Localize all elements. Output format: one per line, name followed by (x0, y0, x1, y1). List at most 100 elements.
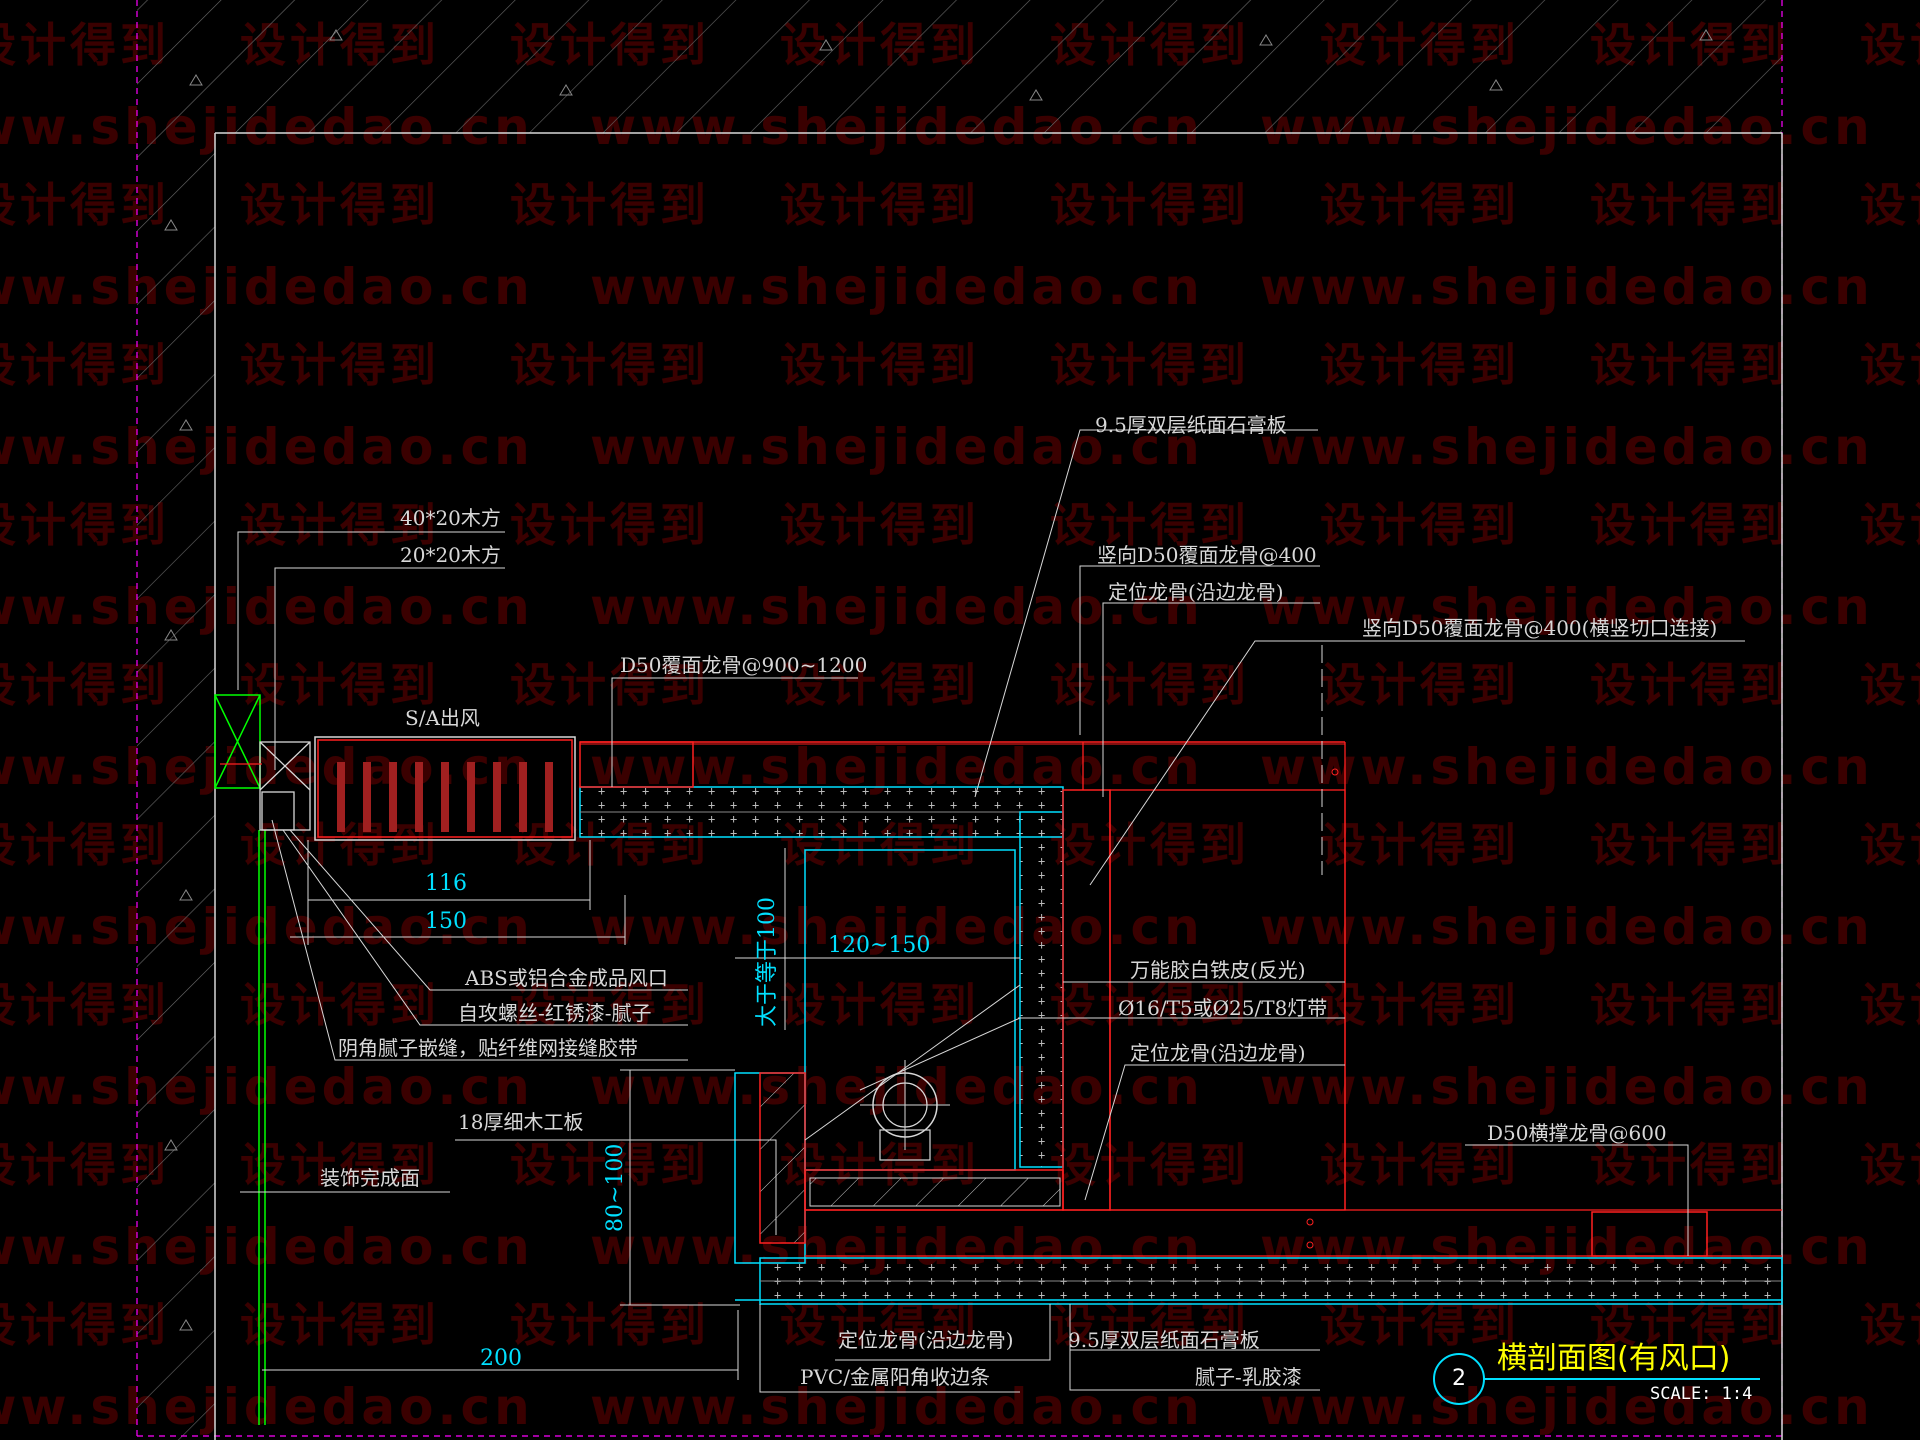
watermark-text: 设计得到 (1590, 818, 1790, 872)
watermark-url: www.shejidedao.cn (1260, 898, 1874, 956)
watermark-text: 设计得到 (1050, 498, 1250, 552)
watermark-text: 设计得到 (1590, 978, 1790, 1032)
watermark-text: 设计得到 (780, 178, 980, 232)
watermark-text: 设计得到 (240, 978, 440, 1032)
label-light-strip: Ø16/T5或Ø25/T8灯带 (1118, 996, 1328, 1020)
finish-face-line (214, 694, 266, 1425)
label-sa-outlet: S/A出风 (405, 706, 480, 730)
watermark-text: 设计得到 (240, 658, 440, 712)
title-number: 2 (1452, 1366, 1466, 1391)
page-title: 横剖面图(有风口) (1497, 1341, 1731, 1376)
watermark-text: 设计得到 (1590, 338, 1790, 392)
label-locating-keel-2: 定位龙骨(沿边龙骨) (1130, 1041, 1306, 1065)
label-screw: 自攻螺丝-红锈漆-腻子 (458, 1001, 652, 1025)
watermark-text: 设计得到 (1320, 818, 1520, 872)
watermark-url: www.shejidedao.cn (590, 738, 1204, 796)
watermark-text: 设计得到 (1860, 338, 1920, 392)
label-abs-outlet: ABS或铝合金成品风口 (465, 966, 668, 990)
watermark-text: 设计得到 (240, 1138, 440, 1192)
watermark-url: www.shejidedao.cn (1260, 1378, 1874, 1436)
watermark-text: 设计得到 (780, 338, 980, 392)
watermark-text: 设计得到 (240, 1298, 440, 1352)
concrete-hatch (137, 0, 1782, 1440)
drawing-frame (136, 0, 1783, 1440)
watermark-text: 设计得到 (240, 178, 440, 232)
gypsum-board-bottom (759, 768, 1783, 1305)
watermark-url: www.shejidedao.cn (1260, 418, 1874, 476)
watermark-text: 设计得到 (240, 338, 440, 392)
label-finish-face: 装饰完成面 (320, 1166, 420, 1190)
watermark-text: 设计得到 (780, 978, 980, 1032)
watermark-text: 设计得到 (1320, 1298, 1520, 1352)
watermark-text: 设计得到 (1050, 978, 1250, 1032)
watermark-text: 设计得到 (1050, 338, 1250, 392)
dim-150: 150 (425, 909, 467, 934)
watermark-text: 设计得到 (1860, 818, 1920, 872)
watermark-text: 设计得到 (1590, 658, 1790, 712)
dimension-lines (262, 840, 1020, 1380)
watermark-text: 设计得到 (1860, 18, 1920, 72)
watermark-url: www.shejidedao.cn (1260, 578, 1874, 636)
watermark-text: 设计得到 (510, 1138, 710, 1192)
watermark-url: www.shejidedao.cn (0, 258, 534, 316)
watermark-text: 设计得到 (780, 1298, 980, 1352)
watermark-text: 设计得到 (1860, 978, 1920, 1032)
watermark-url: www.shejidedao.cn (1260, 258, 1874, 316)
label-tin-sheet: 万能胶白铁皮(反光) (1130, 958, 1306, 982)
watermark-text: 设计得到 (1320, 1138, 1520, 1192)
watermark-url: www.shejidedao.cn (1260, 738, 1874, 796)
dim-80-100: 80~100 (603, 1143, 628, 1232)
watermark-text: 设计得到 (510, 338, 710, 392)
watermark-text: 设计得到 (1590, 178, 1790, 232)
label-cross-keel: D50横撑龙骨@600 (1487, 1121, 1667, 1145)
watermark-text: 设计得到 (240, 498, 440, 552)
watermark-text: 设计得到 (1050, 178, 1250, 232)
watermark-text: 设计得到 (1320, 498, 1520, 552)
label-gypsum-top: 9.5厚双层纸面石膏板 (1095, 413, 1287, 437)
title-symbol (1433, 1353, 1760, 1405)
watermark-url: www.shejidedao.cn (590, 578, 1204, 636)
light-cavity (804, 849, 1016, 1171)
watermark-text: 设计得到 (1050, 818, 1250, 872)
watermark-text: 设计得到 (1860, 1138, 1920, 1192)
watermark-text: 设计得到 (1320, 178, 1520, 232)
label-locating-keel-1: 定位龙骨(沿边龙骨) (1108, 580, 1284, 604)
watermark-text: 设计得到 (510, 498, 710, 552)
watermark-text: 设计得到 (1590, 1298, 1790, 1352)
watermark-url: www.shejidedao.cn (590, 898, 1204, 956)
label-putty-paint: 腻子-乳胶漆 (1195, 1365, 1302, 1389)
title-scale: SCALE: 1:4 (1650, 1384, 1753, 1404)
label-keel-vertical-2: 竖向D50覆面龙骨@400(横竖切口连接) (1362, 616, 1718, 640)
watermark-url: www.shejidedao.cn (1260, 1058, 1874, 1116)
watermark-text: 设计得到 (1590, 498, 1790, 552)
watermark-text: 设计得到 (780, 658, 980, 712)
label-corner-putty: 阴角腻子嵌缝，贴纤维网接缝胶带 (338, 1036, 638, 1060)
watermark-text: 设计得到 (1860, 1298, 1920, 1352)
dim-ge-100: 大于等于100 (755, 897, 780, 1027)
watermark-text: 设计得到 (1050, 1138, 1250, 1192)
watermark-text: 设计得到 (1860, 658, 1920, 712)
label-wood-40x20: 40*20木方 (400, 506, 501, 530)
leader-lines (237, 429, 1745, 1393)
watermark-url: www.shejidedao.cn (590, 258, 1204, 316)
dim-116: 116 (425, 871, 467, 896)
watermark-url: www.shejidedao.cn (0, 418, 534, 476)
watermark-text: 设计得到 (780, 498, 980, 552)
gypsum-board-vertical (1019, 645, 1346, 1211)
label-keel-cover: D50覆面龙骨@900~1200 (620, 653, 868, 677)
label-pvc-edge: PVC/金属阳角收边条 (800, 1365, 990, 1389)
gypsum-board-top (579, 741, 1345, 838)
watermark-text: 设计得到 (1320, 978, 1520, 1032)
label-keel-vertical-1: 竖向D50覆面龙骨@400 (1097, 543, 1317, 567)
watermark-text: 设计得到 (510, 178, 710, 232)
label-blockboard: 18厚细木工板 (458, 1110, 584, 1134)
watermark-text: 设计得到 (510, 658, 710, 712)
label-wood-20x20: 20*20木方 (400, 543, 501, 567)
dim-200: 200 (480, 1346, 522, 1371)
watermark-url: www.shejidedao.cn (0, 578, 534, 636)
watermark-text: 设计得到 (1320, 338, 1520, 392)
watermark-text: 设计得到 (1320, 658, 1520, 712)
sa-outlet-grille (314, 736, 576, 841)
